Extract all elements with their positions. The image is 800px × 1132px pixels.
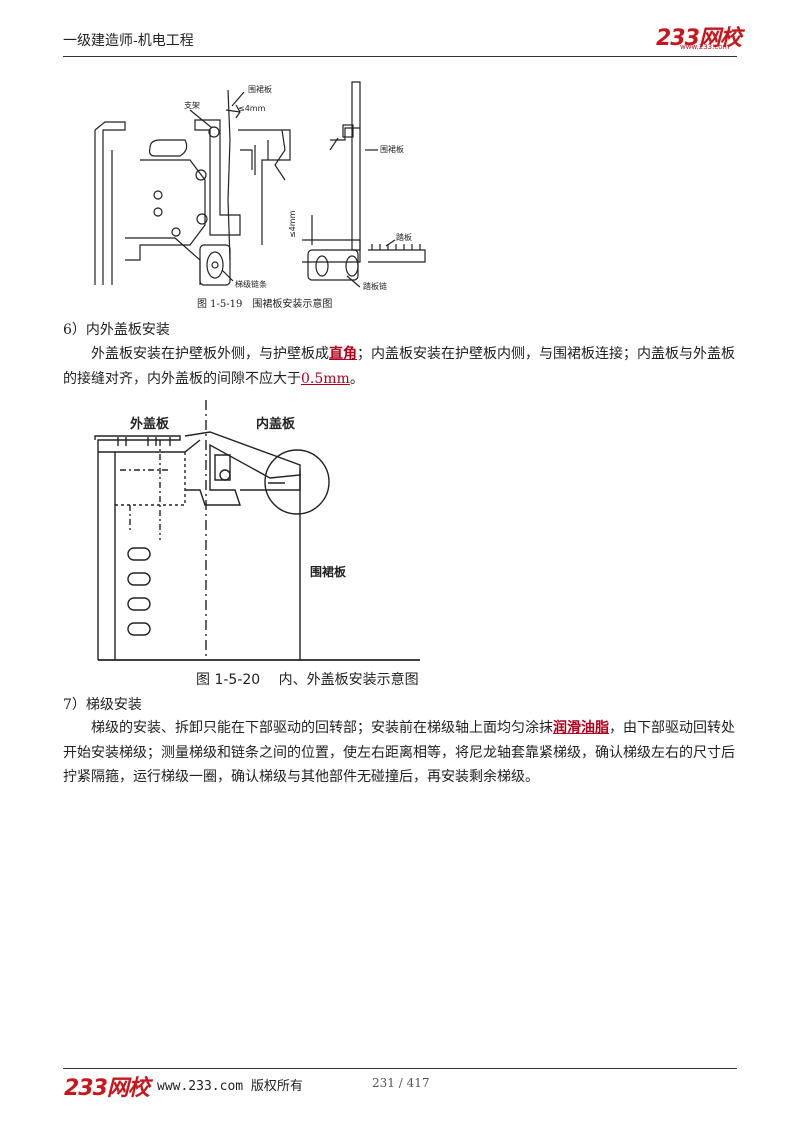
figure2-caption: 图 1-5-20 内、外盖板安装示意图 — [196, 672, 419, 688]
header-title: 一级建造师-机电工程 — [63, 33, 194, 49]
section6-text-c: 。 — [349, 370, 364, 387]
label-gap: ≤4mm — [238, 104, 266, 113]
brand-url: www.233.com — [680, 43, 730, 51]
label-outer-cover: 外盖板 — [129, 416, 170, 432]
footer-logo[interactable]: 233网校 — [64, 1076, 150, 1101]
section7-text-b: ，由下部驱动回转处开始安装梯级；测量梯级和链条之间的位置，使左右距离相等，将尼龙… — [63, 720, 735, 785]
section7-text-a: 梯级的安装、拆卸只能在下部驱动的回转部；安装前在梯级轴上面均匀涂抹 — [91, 720, 553, 736]
footer-rule — [63, 1068, 737, 1069]
header-rule — [63, 56, 737, 57]
section6-paragraph: 外盖板安装在护壁板外侧，与护壁板成直角；内盖板安装在护壁板内侧，与围裙板连接；内… — [63, 342, 737, 391]
label-skirt-right: 围裙板 — [380, 144, 404, 154]
label-skirt-top: 围裙板 — [248, 84, 272, 94]
label-skirt: 围裙板 — [310, 564, 347, 579]
section7-heading: 7）梯级安装 — [63, 697, 142, 713]
label-step-board: 踏板 — [396, 232, 412, 242]
section7-paragraph: 梯级的安装、拆卸只能在下部驱动的回转部；安装前在梯级轴上面均匀涂抹润滑油脂，由下… — [63, 716, 737, 790]
page-number: 231 / 417 — [372, 1076, 430, 1090]
figure-cover-panel: 外盖板 内盖板 围裙板 — [94, 400, 420, 661]
figure1-caption: 图 1-5-19 围裙板安装示意图 — [197, 299, 333, 310]
label-inner-cover: 内盖板 — [256, 416, 296, 432]
brand-logo[interactable]: 233网校 — [656, 26, 742, 51]
section6-text-a: 外盖板安装在护壁板外侧，与护壁板成 — [91, 346, 329, 362]
label-tread-chain: 踏板链 — [363, 281, 387, 291]
value-gap[interactable]: 0.5mm — [301, 370, 350, 387]
footer-copyright: www.233.com 版权所有 — [157, 1079, 303, 1094]
figure-skirt-panel: 支架 围裙板 ≤4mm 梯级链条 围裙板 ≤4mm 踏板 踏板链 — [94, 81, 426, 291]
label-chain: 梯级链条 — [235, 279, 267, 289]
label-gap-right: ≤4mm — [288, 210, 297, 238]
term-lubricant[interactable]: 润滑油脂 — [553, 720, 609, 736]
term-right-angle[interactable]: 直角 — [329, 346, 357, 362]
section6-heading: 6）内外盖板安装 — [63, 322, 170, 338]
section6-text-b: ；内盖板安装在护壁板内侧，与围裙板连接；内盖板与外盖板的接缝对齐，内外盖板的间隙… — [63, 346, 735, 387]
label-bracket: 支架 — [184, 100, 200, 110]
